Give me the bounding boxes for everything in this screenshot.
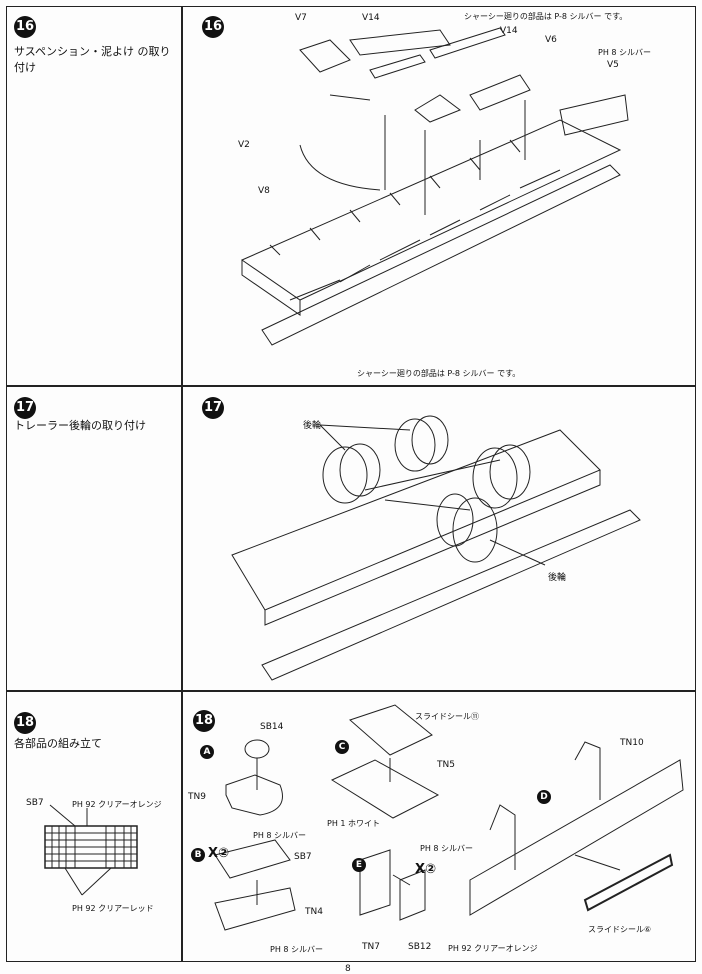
- part-label: TN9: [188, 792, 206, 802]
- paint-label: PH 1 ホワイト: [327, 819, 381, 828]
- step-number-18-diagram: 18: [193, 710, 215, 732]
- part-label: V14: [362, 13, 380, 23]
- paint-label: PH 8 シルバー: [270, 945, 324, 954]
- step-divider: [6, 690, 696, 692]
- part-label: V2: [238, 140, 250, 150]
- paint-label: PH 92 クリアーレッド: [72, 904, 154, 913]
- part-label: SB7: [26, 798, 44, 808]
- page-number: 8: [345, 964, 351, 974]
- decal-label: スライドシール⑥: [588, 925, 652, 934]
- part-label: V6: [545, 35, 557, 45]
- no-decal-mark: X②: [415, 862, 437, 877]
- chassis-paint-note: シャーシー廻りの部品は P-8 シルバー です。: [357, 369, 521, 378]
- part-label: V5: [607, 60, 619, 70]
- part-label: SB7: [294, 852, 312, 862]
- decal-label: スライドシール⑪: [415, 712, 479, 721]
- sub-step-d: D: [537, 790, 551, 804]
- part-label: SB14: [260, 722, 284, 732]
- paint-label: PH 8 シルバー: [420, 844, 474, 853]
- step-number-16: 16: [14, 16, 36, 38]
- step-divider: [6, 385, 696, 387]
- part-label: V7: [295, 13, 307, 23]
- step-number-18: 18: [14, 712, 36, 734]
- part-label: TN5: [437, 760, 455, 770]
- step17-wheels-drawing: [231, 415, 641, 681]
- column-divider: [181, 6, 183, 962]
- part-label: TN7: [362, 942, 380, 952]
- step-17-title: トレーラー後輪の取り付け: [14, 419, 146, 432]
- step-number-16-diagram: 16: [202, 16, 224, 38]
- rear-wheel-label: 後輪: [548, 573, 567, 583]
- page-frame: [6, 6, 696, 962]
- sub-step-e: E: [352, 858, 366, 872]
- part-label: TN4: [305, 907, 323, 917]
- paint-label: PH 92 クリアーオレンジ: [72, 800, 162, 809]
- step-16-title: サスペンション・泥よけ の取り付け: [14, 45, 171, 74]
- step18-sub-drawings: [214, 704, 684, 931]
- part-label: TN10: [620, 738, 644, 748]
- paint-label: PH 8 シルバー: [598, 48, 652, 57]
- sub-step-a: A: [200, 745, 214, 759]
- part-label: V14: [500, 26, 518, 36]
- step-number-17: 17: [14, 397, 36, 419]
- sub-step-c: C: [335, 740, 349, 754]
- no-decal-mark: X②: [208, 846, 230, 861]
- sub-step-b: B: [191, 848, 205, 862]
- paint-label: PH 92 クリアーオレンジ: [448, 944, 538, 953]
- rear-wheel-label: 後輪: [303, 421, 322, 431]
- step-18-title: 各部品の組み立て: [14, 737, 102, 750]
- step16-chassis-drawing: [240, 27, 629, 346]
- part-label: SB12: [408, 942, 432, 952]
- paint-label: PH 8 シルバー: [253, 831, 307, 840]
- chassis-paint-note: シャーシー廻りの部品は P-8 シルバー です。: [464, 12, 628, 21]
- part-label: V8: [258, 186, 270, 196]
- step18-side-lamp: [44, 804, 138, 896]
- step-number-17-diagram: 17: [202, 397, 224, 419]
